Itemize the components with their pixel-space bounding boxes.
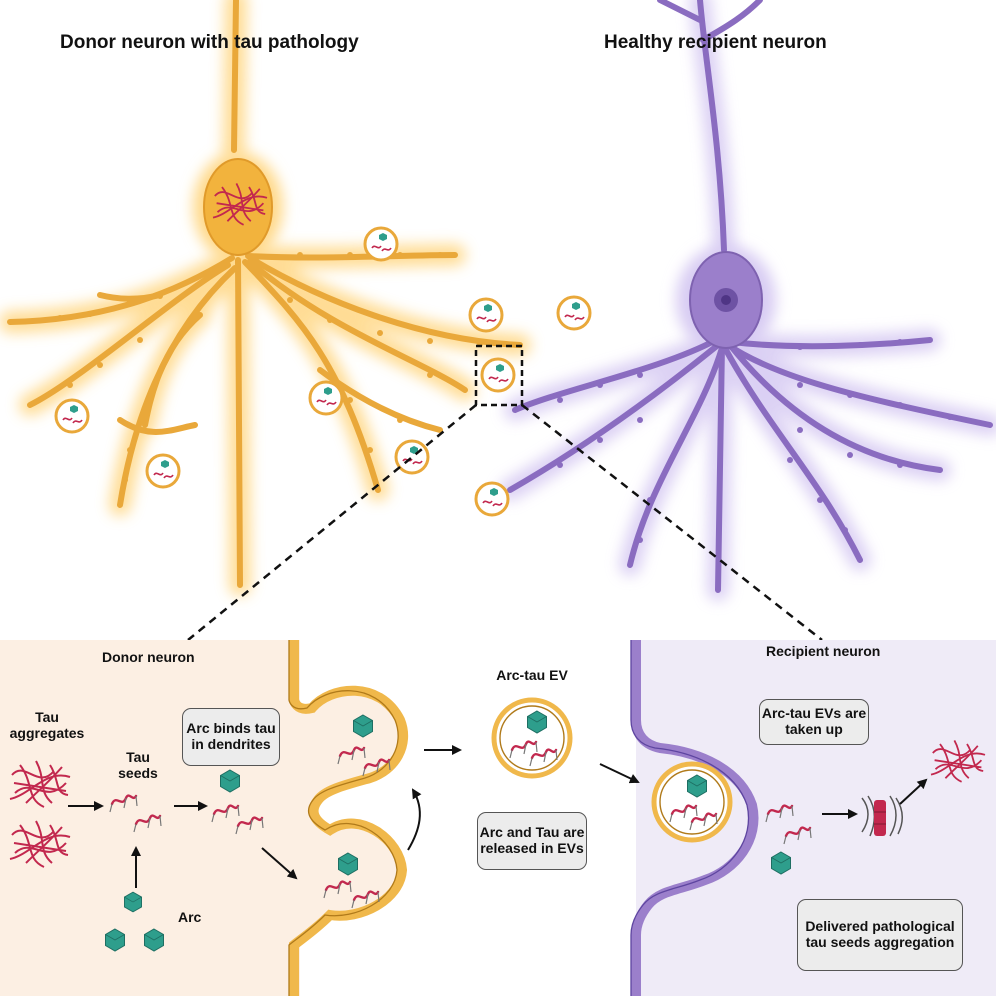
delivered-seeds-box: Delivered pathological tau seeds aggrega… [797,899,963,971]
taken-up-box: Arc-tau EVs are taken up [759,699,869,745]
tau-seeds-label: Tau seeds [118,749,158,781]
ev-vesicle-icon [394,439,430,475]
zoom-line-left [187,404,477,641]
donor-title: Donor neuron with tau pathology [60,32,359,53]
ev-vesicle-icon [363,226,399,262]
tau-filament [861,795,903,837]
donor-membrane [289,640,409,996]
arc-tau-ev-label: Arc-tau EV [496,667,568,683]
tau-aggregates-label: Tau aggregates [9,709,85,741]
ev-vesicle-icon [654,764,730,840]
donor-panel-title: Donor neuron [102,649,195,665]
recipient-panel-title: Recipient neuron [766,643,881,659]
arc-binds-box: Arc binds tau in dendrites [182,708,280,766]
arrow-icon [899,778,928,805]
ev-vesicle-icon [474,481,510,517]
released-in-evs-box: Arc and Tau are released in EVs [477,812,587,870]
arrow-icon [407,788,422,851]
ev-vesicle-icon [468,297,504,333]
arrow-icon [261,847,298,880]
recipient-neuron [499,0,996,601]
ev-vesicle-icon [308,380,344,416]
arrow-icon [599,763,640,784]
ev-vesicle-icon [556,295,592,331]
ev-vesicle-icon [54,398,90,434]
recipient-title: Healthy recipient neuron [604,32,827,53]
ev-vesicle-icon [494,700,570,776]
arc-capsid-icon [771,851,791,875]
ev-vesicle-icon [480,357,516,393]
zoom-box [474,344,524,407]
arc-label: Arc [178,909,202,925]
ev-vesicle-icon [145,453,181,489]
zoom-line-right [521,404,823,641]
donor-neuron [0,0,531,596]
